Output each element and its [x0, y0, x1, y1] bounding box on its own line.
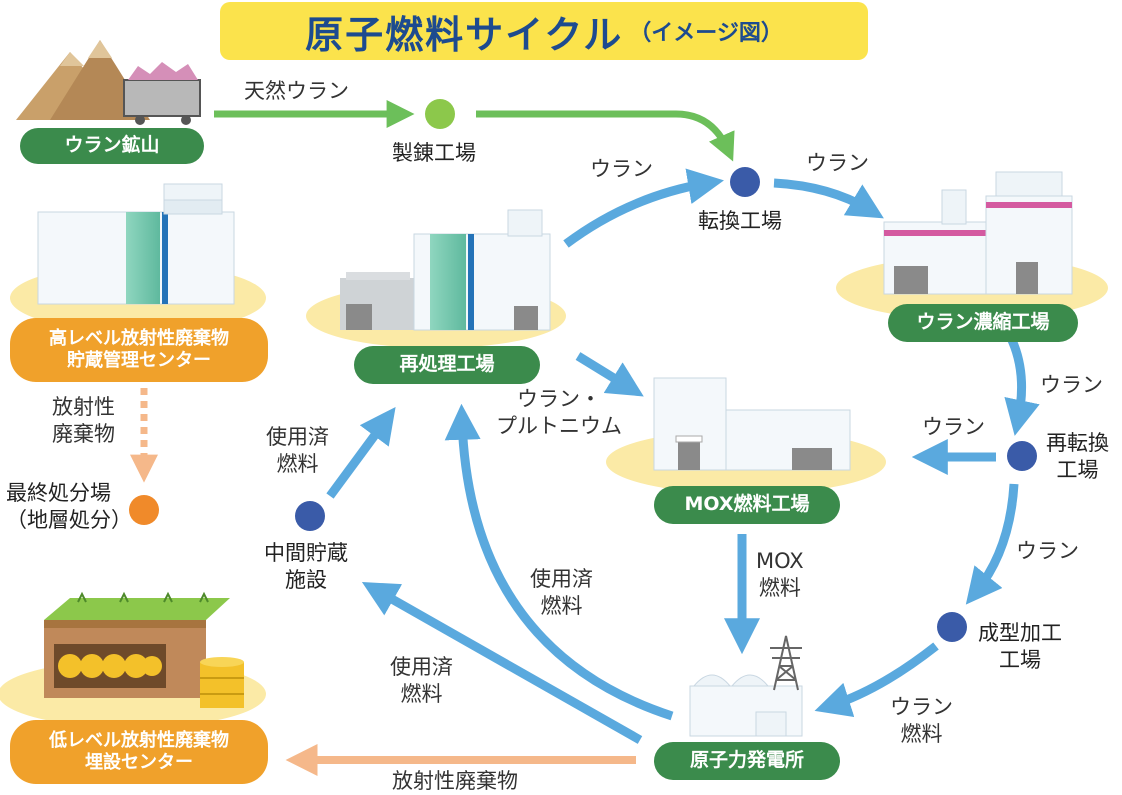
reconversion-plant-label: 再転換 工場 — [1046, 430, 1109, 484]
power-plant-label: 原子力発電所 — [654, 742, 840, 780]
reconversion-line2: 工場 — [1056, 457, 1099, 482]
flow-radioactive-waste-llw: 放射性廃棄物 — [392, 769, 518, 793]
interim-storage-line2: 施設 — [285, 567, 327, 592]
arrow-power-to-storage — [361, 581, 643, 744]
flow-uranium-to-enrichment: ウラン — [806, 151, 869, 175]
mox-plant-label: MOX燃料工場 — [654, 486, 840, 524]
arrow-reprocessing-to-mox — [575, 352, 644, 397]
arrow-fabrication-to-power — [814, 642, 939, 718]
fabrication-plant-label: 成型加工 工場 — [978, 620, 1062, 674]
arrow-enrichment-to-reconversion — [1004, 333, 1040, 436]
hlw-center-label: 高レベル放射性廃棄物 貯蔵管理センター — [10, 318, 268, 382]
interim-storage-node — [295, 501, 325, 531]
u-pu-line2: プルトニウム — [496, 413, 622, 438]
reprocessing-plant-label: 再処理工場 — [354, 346, 540, 384]
arrow-reprocessing-to-conversion — [563, 168, 724, 248]
flow-uranium-to-conversion: ウラン — [590, 157, 653, 181]
reconversion-line1: 再転換 — [1046, 431, 1109, 455]
llw-center-label: 低レベル放射性廃棄物 埋設センター — [10, 720, 268, 784]
uranium-fuel-line2: 燃料 — [900, 721, 943, 746]
flow-radioactive-waste-hlw: 放射性 廃棄物 — [52, 394, 115, 448]
flow-mox-fuel: MOX 燃料 — [756, 548, 804, 602]
fabrication-line2: 工場 — [999, 647, 1041, 672]
flow-spent-fuel-power-to-storage: 使用済 燃料 — [390, 654, 453, 708]
flow-uranium-to-reconversion: ウラン — [1040, 373, 1103, 397]
mine-cart-icon — [123, 62, 201, 125]
title-main: 原子燃料サイクル — [305, 12, 624, 57]
uranium-fuel-line1: ウラン — [890, 695, 953, 719]
interim-storage-label: 中間貯蔵 施設 — [264, 540, 348, 594]
flow-uranium-plutonium: ウラン・ プルトニウム — [496, 386, 622, 440]
spent-fuel-a-line1: 使用済 — [530, 567, 593, 591]
power-plant-icon — [689, 674, 803, 737]
title-sub: （イメージ図） — [629, 21, 783, 46]
llw-center-line1: 低レベル放射性廃棄物 — [49, 729, 229, 751]
flow-spent-fuel-storage-to-reprocessing: 使用済 燃料 — [266, 424, 329, 478]
drum-icon — [200, 657, 244, 708]
mox-fuel-line1: MOX — [756, 549, 804, 573]
spent-fuel-b-line2: 燃料 — [400, 681, 443, 706]
enrichment-building-icon — [883, 171, 1073, 295]
final-disposal-node — [129, 495, 159, 525]
flow-spent-fuel-power-to-reprocessing: 使用済 燃料 — [530, 566, 593, 620]
interim-storage-line1: 中間貯蔵 — [264, 541, 348, 565]
spent-fuel-a-line2: 燃料 — [540, 593, 583, 618]
arrow-refining-to-conversion — [476, 110, 735, 162]
conversion-plant-label: 転換工場 — [698, 209, 782, 233]
transmission-tower-icon — [770, 635, 802, 691]
refining-plant-label: 製錬工場 — [392, 141, 476, 165]
flow-uranium-to-mox: ウラン — [922, 415, 985, 439]
flow-uranium-to-fabrication: ウラン — [1016, 539, 1079, 563]
final-disposal-line2: （地層処分） — [6, 507, 132, 532]
arrow-storage-to-reprocessing — [326, 406, 396, 499]
uranium-mine-label: ウラン鉱山 — [20, 128, 204, 164]
spent-fuel-c-line1: 使用済 — [266, 425, 329, 449]
mox-fuel-line2: 燃料 — [758, 575, 801, 600]
reprocessing-building-icon — [340, 209, 551, 331]
u-pu-line1: ウラン・ — [517, 387, 601, 411]
hlw-center-line2: 貯蔵管理センター — [67, 350, 211, 371]
hlw-center-line1: 高レベル放射性廃棄物 — [49, 327, 229, 349]
conversion-node — [730, 167, 760, 197]
arrow-conversion-to-enrichment — [773, 178, 884, 219]
hlw-building-icon — [37, 183, 235, 305]
hlw-waste-line1: 放射性 — [52, 395, 115, 419]
disposal-pit-icon — [44, 591, 230, 698]
arrow-power-to-reprocessing — [444, 403, 674, 721]
fabrication-line1: 成型加工 — [978, 621, 1062, 645]
refining-node — [425, 99, 455, 129]
reconversion-node — [1007, 441, 1037, 471]
llw-center-line2: 埋設センター — [85, 752, 193, 773]
flow-uranium-fuel: ウラン 燃料 — [890, 694, 953, 748]
arrow-reconversion-to-fabrication — [965, 483, 1019, 605]
fabrication-node — [937, 612, 967, 642]
final-disposal-label: 最終処分場 （地層処分） — [6, 480, 132, 534]
spent-fuel-b-line1: 使用済 — [390, 655, 453, 679]
title-banner: 原子燃料サイクル （イメージ図） — [220, 2, 868, 60]
flow-natural-uranium: 天然ウラン — [244, 79, 349, 103]
enrichment-plant-label: ウラン濃縮工場 — [888, 304, 1078, 342]
spent-fuel-c-line2: 燃料 — [276, 451, 319, 476]
final-disposal-line1: 最終処分場 — [6, 481, 111, 505]
hlw-waste-line2: 廃棄物 — [52, 421, 115, 446]
mox-building-icon — [653, 377, 851, 471]
